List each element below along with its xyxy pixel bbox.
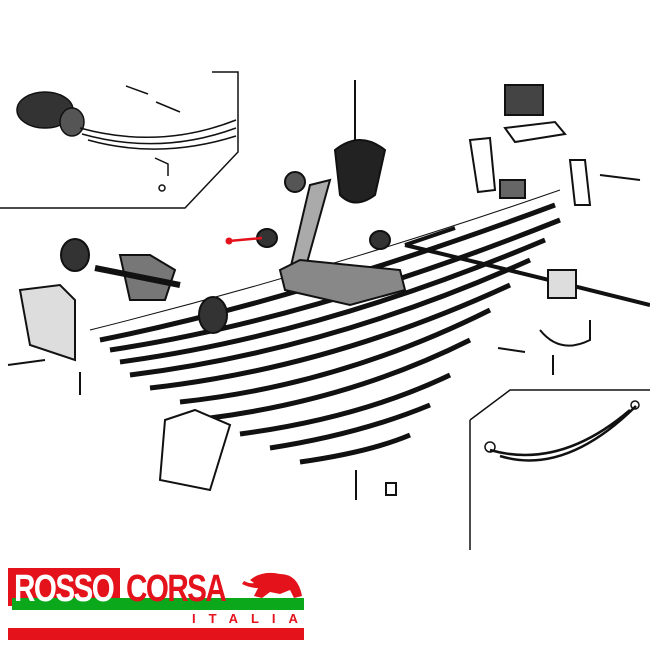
inset-spring-side-view — [469, 389, 650, 550]
logo-word-italia: ITALIA — [192, 611, 311, 626]
front-eye-parts — [7, 238, 554, 500]
shackle-parts — [256, 80, 641, 307]
elephant-icon — [242, 572, 302, 598]
anti-roll-bar — [404, 226, 650, 347]
highlighted-part-pointer — [225, 236, 263, 245]
rosso-corsa-logo: ROSSO CORSA ITALIA — [8, 564, 304, 642]
logo-red-stripe — [8, 628, 304, 640]
inset-spring-eye-detail — [0, 71, 239, 209]
parts-diagram — [0, 71, 650, 550]
logo-green-stripe — [12, 598, 304, 610]
logo-word-corsa: CORSA — [126, 568, 227, 610]
leaf-spring — [89, 189, 561, 465]
logo-word-rosso: ROSSO — [14, 568, 115, 610]
